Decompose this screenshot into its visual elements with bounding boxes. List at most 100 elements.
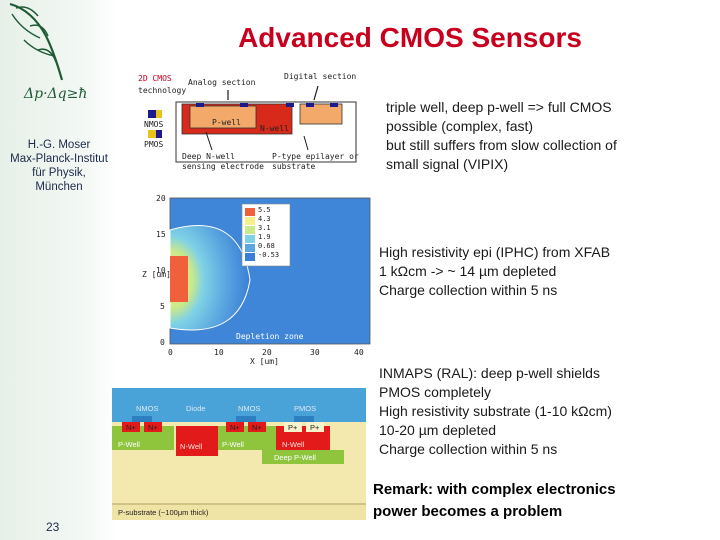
legend-value-1: 5.5 [258,206,271,214]
text-line: triple well, deep p-well => full CMOS [386,99,612,115]
x-tick-30: 30 [310,348,320,357]
label-nplus-1: N+ [126,423,136,432]
author-city: München [35,181,83,193]
substrate-outline [175,101,357,163]
nplus-1 [122,422,140,432]
x-tick-10: 10 [214,348,224,357]
label-substrate: substrate [272,162,316,171]
nwell-region [170,256,188,302]
svg-text:Δp·Δq≥ħ: Δp·Δq≥ħ [23,86,87,102]
label-deep-nwell: Deep N-well [182,152,235,161]
text-line: small signal (VIPIX) [386,156,509,172]
label-nplus-4: N+ [252,423,262,432]
label-pplus-1: P+ [288,423,298,432]
label-nwell-2: N-Well [282,440,305,449]
text-line: but still suffers from slow collection o… [386,137,617,153]
label-technology: technology [138,86,187,95]
digital-arrow [313,85,319,101]
triple-well-schematic [148,85,357,163]
text-line: Charge collection within 5 ns [379,282,558,298]
legend-value-5: 0.68 [258,242,275,250]
remark-line: Remark: with complex electronics [373,481,616,498]
label-pwell-2: P-Well [222,440,244,449]
gate-2 [236,416,256,422]
label-nplus-2: N+ [148,423,158,432]
remark-block: Remark: with complex electronics power b… [373,479,616,523]
text-block-high-resistivity: High resistivity epi (IPHC) from XFAB 1 … [379,243,699,300]
text-line: High resistivity epi (IPHC) from XFAB [379,244,611,260]
contact-1 [196,103,204,107]
label-nwell-1: N-Well [180,442,203,451]
label-analog: Analog section [188,78,256,87]
pwell-shape [189,105,257,129]
label-digital: Digital section [284,72,357,81]
author-field: für Physik, [32,167,86,179]
legend-swatch-1 [245,208,255,216]
depletion-bubble [169,225,251,331]
z-tick-15: 15 [156,230,166,239]
text-line: possible (complex, fast) [386,118,534,134]
z-tick-5: 5 [160,302,165,311]
text-line: PMOS completely [379,384,492,400]
label-deep-pwell: Deep P-Well [274,453,316,462]
substrate-layer [112,504,366,520]
text-block-triple-well: triple well, deep p-well => full CMOS po… [386,98,706,174]
pmos-swatch-2 [156,130,162,138]
x-tick-40: 40 [354,348,364,357]
text-line: 10-20 µm depleted [379,422,497,438]
slide-title: Advanced CMOS Sensors [238,22,582,53]
nplus-3 [226,422,244,432]
x-tick-20: 20 [262,348,272,357]
label-sensing: sensing electrode [182,162,264,171]
nmos-swatch-2 [156,110,162,118]
label-psubstrate: P-substrate (~100μm thick) [118,508,209,517]
legend-value-2: 4.3 [258,215,271,223]
label-pplus-2: P+ [310,423,320,432]
nwell-diode [176,426,218,456]
cross-section-drawing [112,388,366,520]
author-block: H.-G. Moser Max-Planck-Institut für Phys… [0,138,118,194]
label-pmos: PMOS [294,404,317,413]
label-diode: Diode [186,404,206,413]
contact-4 [306,103,314,107]
contact-2 [240,103,248,107]
label-nmos-1: NMOS [136,404,159,413]
mpi-logo: Δp·Δq≥ħ [9,2,87,102]
pplus-1 [284,422,302,432]
nmos-swatch [148,110,156,118]
label-pwell: P-well [212,118,241,127]
legend-value-6: -0.53 [258,251,280,259]
label-nmos-2: NMOS [238,404,261,413]
label-nplus-3: N+ [230,423,240,432]
z-axis-label: Z [um] [142,270,171,279]
legend-swatch-6 [245,253,255,261]
sensing-arrow [205,131,213,151]
contact-3 [286,103,294,107]
ptype-arrow [303,135,309,151]
sidebar-panel [0,0,118,540]
nplus-4 [248,422,266,432]
x-axis-label: X [um] [250,357,279,366]
simulation-plot [169,197,371,345]
legend-value-4: 1.9 [258,233,271,241]
z-tick-10: 10 [156,266,166,275]
text-block-inmaps: INMAPS (RAL): deep p-well shields PMOS c… [379,364,699,459]
legend-swatch-3 [245,226,255,234]
depletion-label: Depletion zone [236,332,304,341]
nwell-shape [299,103,343,125]
z-tick-20: 20 [156,194,166,203]
gate-1 [132,416,152,422]
legend-swatch-4 [245,235,255,243]
legend-value-3: 3.1 [258,224,271,232]
author-name: H.-G. Moser [27,139,91,151]
label-pmos: PMOS [144,140,164,149]
contact-5 [330,103,338,107]
label-nwell: N-well [260,124,289,133]
label-nmos: NMOS [144,120,164,129]
triple-well-diagram: 2D CMOS technology Analog section Digita… [136,70,376,180]
text-line: 1 kΩcm -> ~ 14 µm depleted [379,263,557,279]
remark-line: power becomes a problem [373,503,563,520]
z-tick-0: 0 [160,338,165,347]
author-institute: Max-Planck-Institut [10,153,108,165]
label-2d-cmos: 2D CMOS [138,74,172,83]
